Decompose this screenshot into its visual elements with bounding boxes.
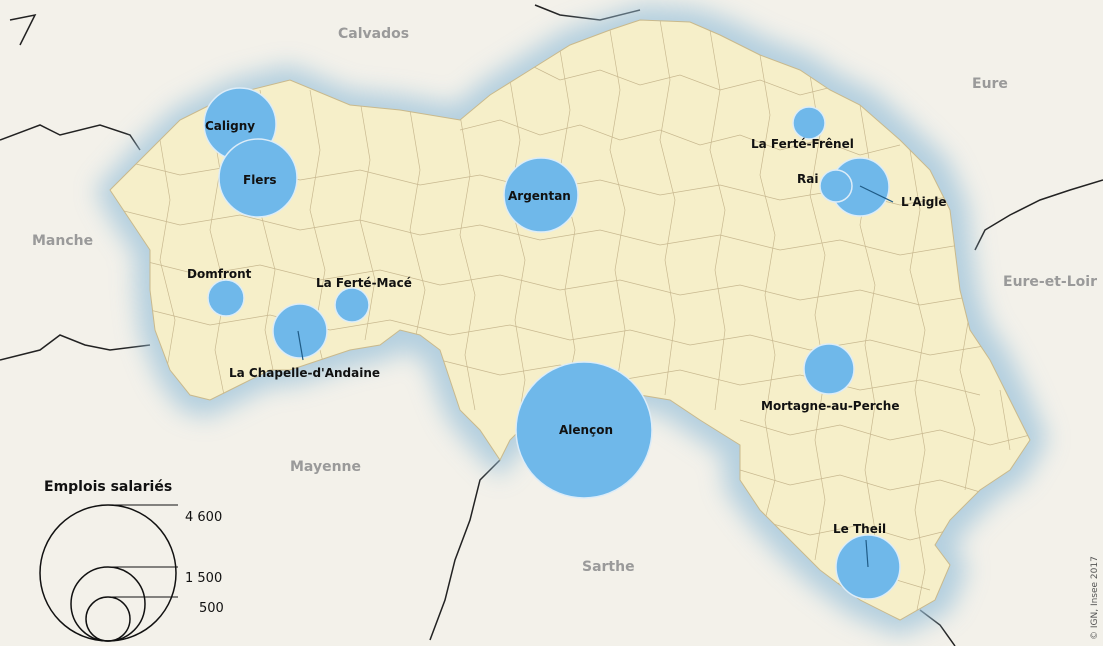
legend-leader-lines	[108, 504, 178, 598]
legend-circle-small	[85, 596, 131, 642]
region-label-eure: Eure	[972, 76, 1008, 92]
legend-circle-large	[39, 504, 177, 642]
city-label-mortagne-au-perche: Mortagne-au-Perche	[761, 399, 899, 413]
legend-circle-medium	[70, 566, 146, 642]
employment-bubbles	[203, 87, 901, 600]
city-label-alencon: Alençon	[559, 423, 613, 437]
bubble-argentan[interactable]	[503, 157, 579, 233]
leader-line-la-chapelle	[297, 330, 304, 361]
leader-line-l-aigle	[859, 185, 894, 203]
region-label-mayenne: Mayenne	[290, 459, 361, 475]
legend-circles	[39, 504, 177, 642]
leader-line-le-theil	[865, 539, 869, 568]
bubble-la-chapelle-d-andaine[interactable]	[272, 303, 328, 359]
city-label-caligny: Caligny	[205, 119, 255, 133]
city-label-la-chapelle-d-andaine: La Chapelle-d'Andaine	[229, 366, 380, 380]
map-credit: © IGN, Insee 2017	[1090, 556, 1100, 640]
bubble-alencon[interactable]	[515, 361, 653, 499]
city-label-flers: Flers	[243, 173, 277, 187]
city-label-la-ferte-frenel: La Ferté-Frênel	[751, 137, 854, 151]
legend-value-medium: 1 500	[185, 571, 222, 586]
department-boundaries	[0, 4, 1103, 646]
legend: Emplois salariés 4 600 1 500 500	[39, 479, 224, 642]
bubble-flers[interactable]	[218, 138, 298, 218]
city-label-domfront: Domfront	[187, 267, 252, 281]
city-label-l-aigle: L'Aigle	[901, 195, 947, 209]
region-labels: Calvados Eure Manche Eure-et-Loir Mayenn…	[32, 26, 1097, 575]
region-label-sarthe: Sarthe	[582, 559, 635, 575]
city-label-argentan: Argentan	[508, 189, 571, 203]
bubble-rai[interactable]	[819, 169, 853, 203]
bubble-la-ferte-mace[interactable]	[334, 287, 370, 323]
bubble-domfront[interactable]	[207, 279, 245, 317]
city-label-rai: Rai	[797, 172, 818, 186]
legend-value-small: 500	[199, 601, 224, 616]
legend-value-large: 4 600	[185, 510, 222, 525]
city-labels: Caligny Flers Argentan La Ferté-Frênel R…	[187, 119, 947, 536]
region-label-manche: Manche	[32, 233, 93, 249]
leader-lines	[297, 185, 894, 568]
city-label-la-ferte-mace: La Ferté-Macé	[316, 276, 412, 290]
bubble-la-ferte-frenel[interactable]	[792, 106, 826, 140]
region-label-calvados: Calvados	[338, 26, 409, 42]
legend-title: Emplois salariés	[44, 479, 172, 495]
bubble-mortagne-au-perche[interactable]	[803, 343, 855, 395]
region-label-eure-et-loir: Eure-et-Loir	[1003, 274, 1097, 290]
city-label-le-theil: Le Theil	[833, 522, 886, 536]
